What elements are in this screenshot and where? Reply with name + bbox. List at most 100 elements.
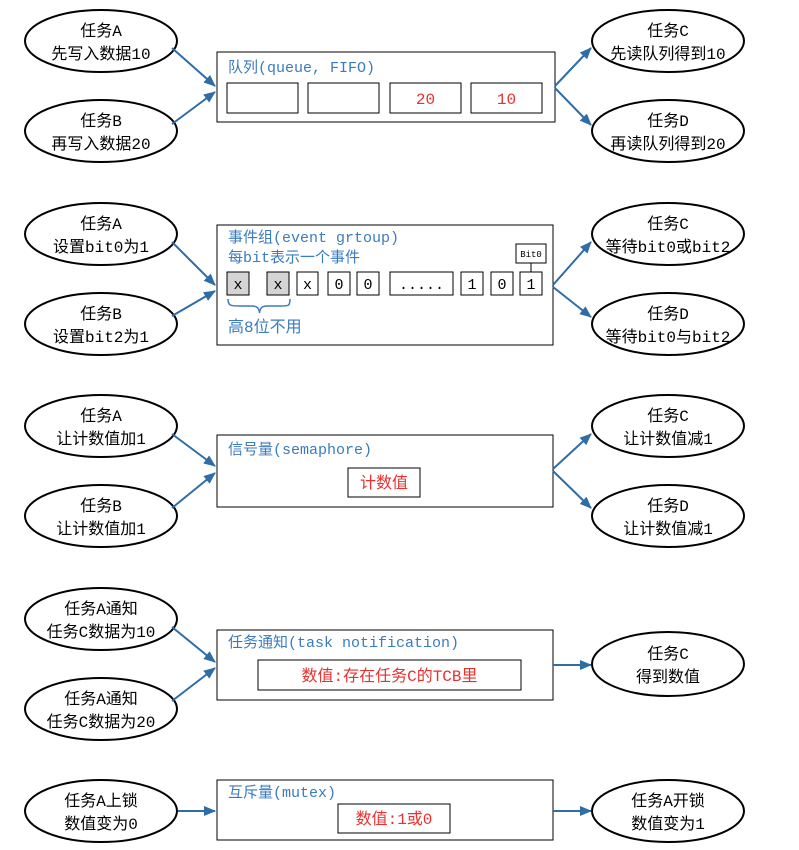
mutex-unlocker-node: 任务A开锁 数值变为1	[591, 779, 745, 843]
arrow-event-group-to-waiter-c	[552, 241, 592, 286]
event-bit-cell-1	[226, 271, 250, 296]
semaphore-taker-c-node: 任务C 让计数值减1	[591, 394, 745, 458]
task-name: 任务A开锁	[631, 792, 705, 811]
notification-value-label: 数值:存在任务C的TCB里	[301, 667, 477, 686]
event-group-subtitle: 每bit表示一个事件	[228, 249, 360, 267]
notification-receiver-node: 任务C 得到数值	[591, 631, 745, 697]
event-waiter-d-node: 任务D 等待bit0与bit2	[591, 292, 745, 356]
arrow-writer-b-to-queue	[171, 91, 216, 125]
unused-bits-brace	[227, 298, 291, 314]
queue-slot-4	[470, 82, 543, 114]
queue-slot-1	[226, 82, 299, 114]
task-node-shape	[591, 484, 745, 548]
task-node-shape	[24, 677, 178, 741]
event-bit-value: 0	[497, 277, 506, 294]
task-action: 让计数值加1	[56, 430, 146, 449]
task-name: 任务A通知	[64, 690, 138, 709]
task-node-shape	[591, 292, 745, 356]
queue-slot-4-value: 10	[497, 91, 516, 109]
arrow-queue-to-reader-c	[554, 47, 592, 87]
task-name: 任务A	[80, 22, 122, 41]
arrow-setter-a-to-event-group	[171, 241, 216, 286]
task-name: 任务D	[647, 497, 689, 516]
task-node-shape	[24, 484, 178, 548]
task-action: 任务C数据为10	[47, 623, 156, 642]
task-notification-box: 任务通知(task notification) 数值:存在任务C的TCB里	[216, 629, 554, 701]
event-bit-cell-ellipsis	[389, 271, 454, 296]
event-bit-value: 1	[467, 277, 476, 294]
queue-slot-3-value: 20	[416, 91, 435, 109]
arrow-writer-a-to-queue	[171, 47, 216, 87]
task-name: 任务D	[647, 305, 689, 324]
task-name: 任务C	[647, 645, 689, 664]
task-name: 任务B	[80, 305, 122, 324]
task-name: 任务A	[80, 215, 122, 234]
task-node-shape	[591, 9, 745, 73]
event-waiter-c-node: 任务C 等待bit0或bit2	[591, 202, 745, 266]
task-action: 再读队列得到20	[610, 135, 725, 154]
event-setter-a-node: 任务A 设置bit0为1	[24, 202, 178, 266]
task-action: 让计数值减1	[623, 430, 713, 449]
task-node-shape	[24, 779, 178, 843]
notification-value-box	[257, 659, 522, 691]
task-name: 任务C	[647, 407, 689, 426]
task-name: 任务D	[647, 112, 689, 131]
event-bit-cell-9	[519, 271, 543, 296]
task-name: 任务A	[80, 407, 122, 426]
task-notification-section: 任务A通知 任务C数据为10 任务A通知 任务C数据为20 任务通知(task …	[24, 587, 745, 741]
task-action: 让计数值加1	[56, 520, 146, 539]
task-action: 先写入数据10	[51, 45, 150, 64]
task-action: 数值变为0	[64, 815, 138, 834]
task-node-shape	[591, 99, 745, 163]
task-node-shape	[591, 202, 745, 266]
arrow-giver-b-to-semaphore	[171, 472, 216, 509]
queue-writer-b-node: 任务B 再写入数据20	[24, 99, 178, 163]
mutex-value-label: 数值:1或0	[356, 810, 433, 829]
task-action: 设置bit0为1	[53, 238, 149, 257]
task-name: 任务C	[647, 215, 689, 234]
mutex-locker-node: 任务A上锁 数值变为0	[24, 779, 178, 843]
mutex-title: 互斥量(mutex)	[228, 784, 336, 802]
task-node-shape	[591, 779, 745, 843]
task-notification-title: 任务通知(task notification)	[228, 634, 459, 652]
event-bit-value: .....	[399, 277, 444, 294]
task-action: 先读队列得到10	[610, 45, 725, 64]
event-setter-b-node: 任务B 设置bit2为1	[24, 292, 178, 356]
notifier-1-node: 任务A通知 任务C数据为10	[24, 587, 178, 651]
queue-slot-2	[307, 82, 380, 114]
arrow-notifier-1-to-notification	[171, 626, 216, 663]
event-bit-cell-8	[490, 271, 514, 296]
event-group-title: 事件组(event grtoup)	[228, 229, 399, 247]
task-name: 任务A通知	[64, 600, 138, 619]
event-bit-cell-5	[356, 271, 380, 296]
semaphore-title: 信号量(semaphore)	[228, 441, 372, 459]
task-node-shape	[24, 587, 178, 651]
mutex-box: 互斥量(mutex) 数值:1或0	[216, 779, 554, 841]
task-action: 让计数值减1	[623, 520, 713, 539]
task-action: 数值变为1	[631, 815, 705, 834]
arrow-notifier-2-to-notification	[171, 667, 216, 702]
event-bit-value: x	[303, 277, 312, 294]
task-name: 任务B	[80, 497, 122, 516]
queue-reader-d-node: 任务D 再读队列得到20	[591, 99, 745, 163]
event-bit-cell-7	[460, 271, 484, 296]
semaphore-count-label: 计数值	[360, 474, 408, 493]
task-action: 任务C数据为20	[47, 713, 156, 732]
queue-slot-3	[389, 82, 462, 114]
semaphore-taker-d-node: 任务D 让计数值减1	[591, 484, 745, 548]
task-node-shape	[591, 631, 745, 697]
semaphore-section: 任务A 让计数值加1 任务B 让计数值加1 信号量(semaphore) 计数值…	[24, 394, 745, 548]
bit0-label: Bit0	[520, 250, 542, 260]
arrow-semaphore-to-taker-c	[552, 433, 592, 470]
task-node-shape	[24, 292, 178, 356]
task-action: 再写入数据20	[51, 135, 150, 154]
task-action: 等待bit0与bit2	[606, 328, 731, 347]
semaphore-giver-b-node: 任务B 让计数值加1	[24, 484, 178, 548]
task-action: 设置bit2为1	[53, 328, 149, 347]
event-bit-cell-3	[296, 271, 319, 296]
event-bit-value: 0	[363, 277, 372, 294]
event-bit-value: 1	[526, 277, 535, 294]
arrow-setter-b-to-event-group	[171, 290, 216, 317]
semaphore-box: 信号量(semaphore) 计数值	[216, 434, 554, 508]
